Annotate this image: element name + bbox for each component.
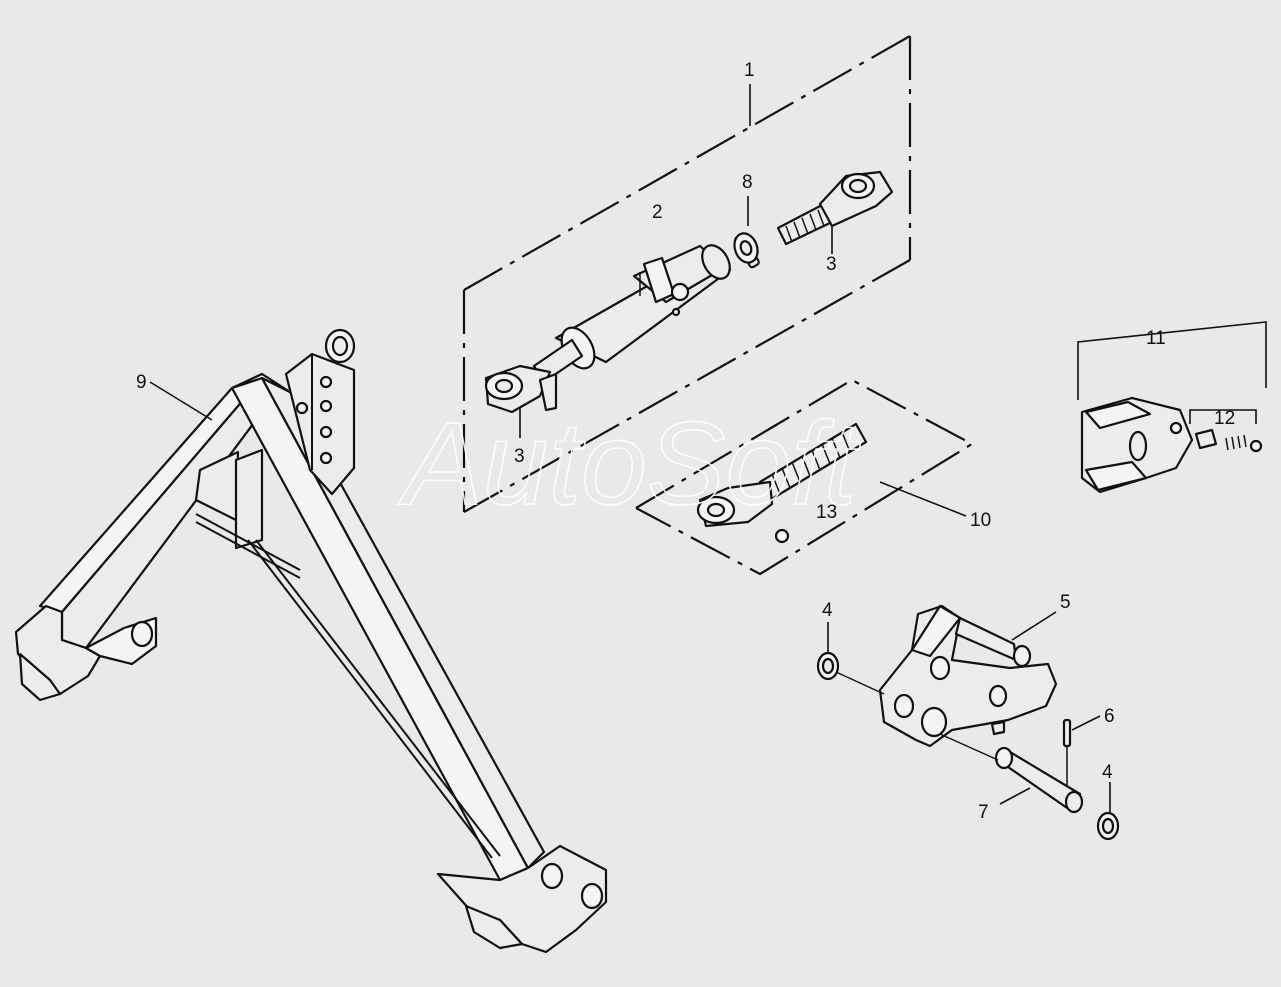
top-link-body-part [554, 233, 760, 370]
lower-link-end-frame [635, 378, 975, 576]
callout-12: 12 [1214, 408, 1235, 429]
callout-5: 5 [1060, 592, 1071, 613]
callout-4-left: 4 [822, 600, 833, 621]
threaded-end-upper-part [776, 170, 894, 254]
callout-labels: 1 2 3 3 4 4 5 6 7 8 9 10 11 12 13 [136, 60, 1235, 823]
yoke-group [1077, 321, 1267, 494]
callout-1: 1 [744, 60, 755, 81]
callout-7: 7 [978, 802, 989, 823]
grease-nipple-part [774, 528, 790, 544]
lower-link-end-part [696, 422, 868, 544]
nut-part [733, 196, 759, 264]
top-link-group-frame [462, 35, 912, 513]
callout-9: 9 [136, 372, 147, 393]
cotter-pin-part [1062, 715, 1101, 790]
washer-left-part [816, 622, 885, 695]
callout-3-lower: 3 [514, 446, 525, 467]
a-frame-part [14, 328, 608, 954]
callout-10: 10 [970, 510, 991, 531]
callout-2: 2 [652, 202, 663, 223]
callout-4-right: 4 [1102, 762, 1113, 783]
callout-3-upper: 3 [826, 254, 837, 275]
callout-13: 13 [816, 502, 837, 523]
ball-end-lower-part [484, 338, 584, 438]
washer-right-part [1096, 782, 1120, 841]
bracket-part [878, 604, 1058, 748]
callout-8: 8 [742, 172, 753, 193]
shaft-part [939, 733, 1084, 814]
callout-11: 11 [1146, 328, 1166, 349]
autosoft-watermark: AutoSoft [398, 398, 861, 530]
callout-6: 6 [1104, 706, 1115, 727]
